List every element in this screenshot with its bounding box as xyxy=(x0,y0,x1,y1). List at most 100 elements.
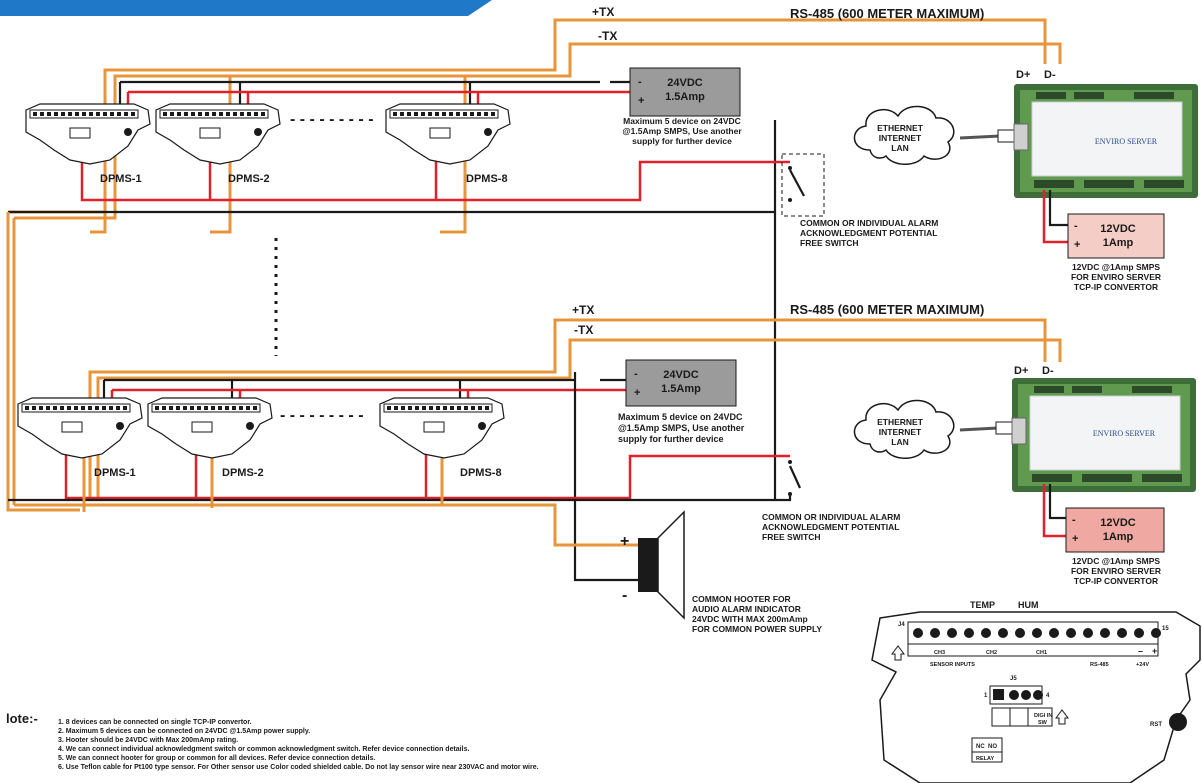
tx-plus-label: +TX xyxy=(572,303,594,317)
svg-text:1.5Amp: 1.5Amp xyxy=(665,91,705,103)
power-supply-24vdc xyxy=(629,67,741,117)
ack-switch-box xyxy=(781,153,825,217)
svg-text:LAN: LAN xyxy=(891,143,908,153)
svg-text:1.5Amp: 1.5Amp xyxy=(661,383,701,395)
svg-text:FREE SWITCH: FREE SWITCH xyxy=(800,238,859,248)
svg-text:ETHERNET: ETHERNET xyxy=(877,417,924,427)
svg-text:-: - xyxy=(622,587,627,604)
svg-text:-: - xyxy=(634,368,638,380)
power-supply-24vdc xyxy=(625,359,737,407)
power-supply-12vdc xyxy=(1065,507,1165,553)
svg-text:-: - xyxy=(1074,220,1078,232)
svg-text:SENSOR INPUTS: SENSOR INPUTS xyxy=(930,662,975,668)
device-label: DPMS-1 xyxy=(100,173,142,185)
ack-switch xyxy=(788,465,802,489)
device-label: DPMS-2 xyxy=(228,173,270,185)
psu-note: supply for further device xyxy=(618,434,724,444)
device-terminal-detail xyxy=(871,611,1201,783)
svg-text:- - - - - - - - -: - - - - - - - - - xyxy=(280,407,364,424)
svg-text:24VDC: 24VDC xyxy=(663,369,699,381)
svg-text:+: + xyxy=(620,533,629,550)
dpms-device xyxy=(25,103,151,165)
svg-text:D-: D- xyxy=(1042,365,1054,377)
svg-text:COMMON OR INDIVIDUAL ALARM: COMMON OR INDIVIDUAL ALARM xyxy=(800,218,938,228)
svg-text:+: + xyxy=(638,95,644,107)
svg-text:12VDC @1Amp SMPS: 12VDC @1Amp SMPS xyxy=(1072,556,1160,566)
svg-text:SW: SW xyxy=(1038,720,1048,726)
note-item: 4. We can connect individual acknowledgm… xyxy=(58,746,469,753)
svg-text:15: 15 xyxy=(1162,626,1169,632)
device-label: DPMS-1 xyxy=(94,467,136,479)
note-item: 2. Maximum 5 devices can be connected on… xyxy=(58,728,310,735)
svg-text:+: + xyxy=(634,387,640,399)
svg-text:+: + xyxy=(1074,239,1080,251)
hooter-note: 24VDC WITH MAX 200mAmp xyxy=(692,614,808,624)
svg-text:COMMON OR INDIVIDUAL ALARM: COMMON OR INDIVIDUAL ALARM xyxy=(762,512,900,522)
svg-text:-: - xyxy=(638,76,642,88)
dpms-device xyxy=(147,397,273,459)
svg-text:FOR ENVIRO SERVER: FOR ENVIRO SERVER xyxy=(1071,566,1161,576)
ack-switch xyxy=(789,169,805,197)
svg-text:ACKNOWLEDGMENT POTENTIAL: ACKNOWLEDGMENT POTENTIAL xyxy=(762,522,899,532)
svg-text:D+: D+ xyxy=(1014,365,1028,377)
svg-text:CH2: CH2 xyxy=(986,650,997,656)
note-item: 3. Hooter should be 24VDC with Max 200mA… xyxy=(58,737,238,744)
svg-text:RST: RST xyxy=(1150,722,1162,728)
svg-text:12VDC: 12VDC xyxy=(1100,517,1136,529)
svg-text:INTERNET: INTERNET xyxy=(879,427,922,437)
note-item: 5. We can connect hooter for group or co… xyxy=(58,755,375,762)
ethernet-port-icon xyxy=(997,129,1017,143)
svg-text:–: – xyxy=(1138,646,1143,656)
tx-plus-label: +TX xyxy=(592,5,614,19)
svg-text:D+: D+ xyxy=(1016,69,1030,81)
psu-note: @1.5Amp SMPS, Use another xyxy=(622,126,742,136)
svg-text:+: + xyxy=(1072,533,1078,545)
dpms-device xyxy=(385,103,511,165)
psu-note: @1.5Amp SMPS, Use another xyxy=(618,423,745,433)
psu-note: Maximum 5 device on 24VDC xyxy=(623,116,741,126)
tx-minus-label: -TX xyxy=(598,29,617,43)
device-label: DPMS-2 xyxy=(222,467,264,479)
svg-text:INTERNET: INTERNET xyxy=(879,133,922,143)
rs485-tx-minus-wire-top xyxy=(14,42,1062,220)
svg-text:12VDC: 12VDC xyxy=(1100,223,1136,235)
svg-text:TEMP: TEMP xyxy=(970,600,995,610)
note-item: 1. 8 devices can be connected on single … xyxy=(58,719,252,726)
svg-text:ENVIRO SERVER: ENVIRO SERVER xyxy=(1093,429,1156,438)
psu-note: supply for further device xyxy=(632,136,732,146)
svg-text:ETHERNET: ETHERNET xyxy=(877,123,924,133)
hooter-speaker-icon xyxy=(638,510,685,620)
svg-text:J4: J4 xyxy=(898,622,905,628)
tx-minus-label: -TX xyxy=(574,323,593,337)
svg-text:1Amp: 1Amp xyxy=(1103,237,1134,249)
dpms-device xyxy=(17,397,143,459)
svg-text:ACKNOWLEDGMENT POTENTIAL: ACKNOWLEDGMENT POTENTIAL xyxy=(800,228,937,238)
svg-text:+: + xyxy=(1152,646,1157,656)
svg-text:TCP-IP CONVERTOR: TCP-IP CONVERTOR xyxy=(1074,576,1158,586)
svg-text:TCP-IP CONVERTOR: TCP-IP CONVERTOR xyxy=(1074,282,1158,292)
device-label: DPMS-8 xyxy=(466,173,508,185)
ethernet-port-icon xyxy=(995,421,1015,435)
svg-text:12VDC @1Amp SMPS: 12VDC @1Amp SMPS xyxy=(1072,262,1160,272)
svg-text:J5: J5 xyxy=(1010,676,1017,682)
svg-text:FOR ENVIRO SERVER: FOR ENVIRO SERVER xyxy=(1071,272,1161,282)
dpms-device xyxy=(379,397,505,459)
svg-text:CH3: CH3 xyxy=(934,650,945,656)
rs485-label: RS-485 (600 METER MAXIMUM) xyxy=(790,6,984,21)
title-banner xyxy=(0,0,492,16)
svg-text:FREE SWITCH: FREE SWITCH xyxy=(762,532,821,542)
device-label: DPMS-8 xyxy=(460,467,502,479)
svg-text:LAN: LAN xyxy=(891,437,908,447)
notes-heading: lote:- xyxy=(6,711,38,726)
svg-text:+24V: +24V xyxy=(1136,662,1149,668)
svg-text:DIGI IN: DIGI IN xyxy=(1034,713,1052,719)
svg-text:- - - - - - - - -: - - - - - - - - - xyxy=(290,111,374,128)
svg-text:NO: NO xyxy=(988,744,997,750)
hooter-note: COMMON HOOTER FOR xyxy=(692,594,791,604)
svg-text:RELAY: RELAY xyxy=(976,756,994,762)
svg-text:24VDC: 24VDC xyxy=(667,77,703,89)
svg-text:1Amp: 1Amp xyxy=(1103,531,1134,543)
svg-text:RS-485: RS-485 xyxy=(1090,662,1109,668)
svg-text:-: - xyxy=(1072,514,1076,526)
